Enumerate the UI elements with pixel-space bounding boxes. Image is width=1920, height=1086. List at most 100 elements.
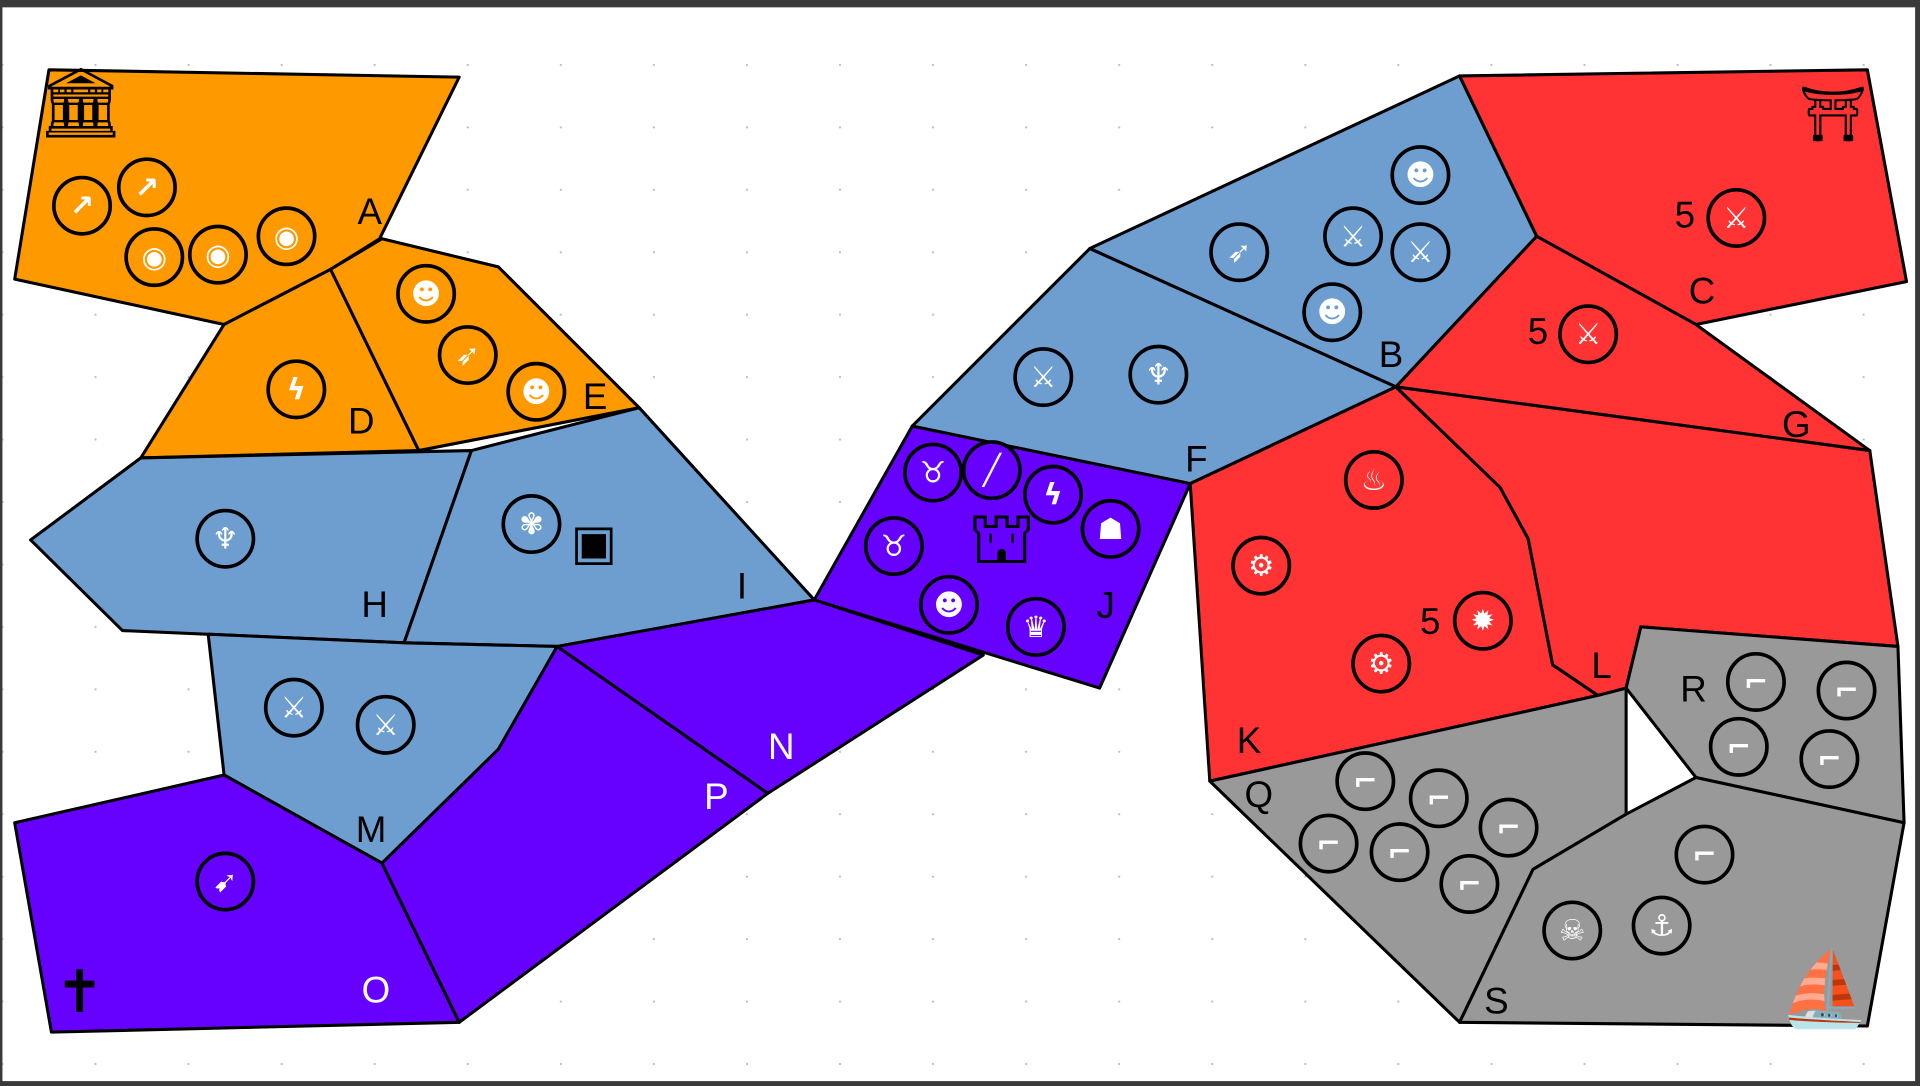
unit-token-skull[interactable]: ☠ [1542,900,1603,961]
pistol-icon: ⌐ [1726,730,1751,764]
lightning-icon: ϟ [287,372,306,406]
unit-ring [437,325,498,386]
unit-token-pistol[interactable]: ⌐ [1708,716,1769,777]
unit-token-mask[interactable]: ☻ [506,361,567,422]
region-label-l: L [1591,645,1611,686]
unit-token-firework[interactable]: ✹ [1452,590,1513,651]
unit-token-fire[interactable]: ♨ [1343,449,1404,510]
unit-ring [1816,660,1877,721]
unit-token-mask[interactable]: ☻ [1302,282,1363,343]
unit-token-pistol[interactable]: ⌐ [1439,853,1500,914]
spear-icon: ↗ [70,189,95,223]
unit-ring [355,694,416,755]
unit-token-ballista[interactable]: ➶ [437,325,498,386]
unit-ring [124,227,185,288]
unit-token-anchor[interactable]: ⚓ [1631,895,1692,956]
unit-ring [506,361,567,422]
unit-token-winged-helm[interactable]: ♆ [1128,344,1189,405]
mask-icon: ☻ [934,588,965,622]
unit-ring [1369,822,1430,883]
unit-token-beetle[interactable]: ✾ [501,494,562,555]
unit-token-staff[interactable]: ╱ [961,440,1022,501]
unit-ring [1799,729,1860,790]
unit-token-viking[interactable]: ♉ [903,442,964,503]
unit-ring [1209,222,1270,283]
viking-icon: ♉ [881,529,907,563]
unit-ring [1013,347,1074,408]
region-j[interactable] [812,424,1192,690]
unit-ring [396,263,457,324]
unit-token-sword[interactable]: ⚔ [1706,187,1767,248]
unit-token-pistol[interactable]: ⌐ [1674,824,1735,885]
sword-icon: ⚔ [1723,201,1749,235]
unit-token-mask[interactable]: ☻ [1390,145,1451,206]
pistol-icon: ⌐ [1744,665,1769,699]
staff-icon: ╱ [981,452,1002,488]
unit-token-cannon[interactable]: ⚙ [1231,535,1292,596]
unit-ring [863,516,924,577]
unit-token-pistol[interactable]: ⌐ [1816,660,1877,721]
unit-token-mask[interactable]: ☻ [396,263,457,324]
unit-token-cannon[interactable]: ⚙ [1351,633,1412,694]
unit-token-sword[interactable]: ⚔ [1013,347,1074,408]
unit-ring [1302,282,1363,343]
winged-helm-icon: ♆ [212,522,238,556]
unit-ring [1390,145,1451,206]
unit-ring [1542,900,1603,961]
shield-spear-icon: ◉ [141,240,167,274]
unit-ring [1706,187,1767,248]
pagoda-icon: ⛩ [1799,82,1867,145]
unit-token-sword[interactable]: ⚔ [1323,206,1384,267]
unit-token-sword[interactable]: ⚔ [1390,222,1451,283]
unit-token-shield-spear[interactable]: ◉ [256,206,317,267]
sword-icon: ⚔ [1030,360,1056,394]
pistol-icon: ⌐ [1692,838,1717,872]
unit-token-sword[interactable]: ⚔ [355,694,416,755]
unit-token-spear[interactable]: ↗ [116,157,177,218]
unit-token-pistol[interactable]: ⌐ [1298,813,1359,874]
unit-token-pistol[interactable]: ⌐ [1478,797,1539,858]
pistol-icon: ⌐ [1353,764,1378,798]
unit-token-pistol[interactable]: ⌐ [1725,651,1786,712]
unit-token-pistol[interactable]: ⌐ [1335,751,1396,812]
sword-icon: ⚔ [1407,235,1433,269]
region-p[interactable] [380,644,770,1024]
sword-icon: ⚔ [373,708,399,742]
unit-token-lightning[interactable]: ϟ [266,359,327,420]
unit-ring [1343,449,1404,510]
unit-token-sword[interactable]: ⚔ [263,677,324,738]
shield-spear-icon: ◉ [205,238,231,272]
unit-token-winged-helm[interactable]: ♆ [195,508,256,569]
unit-ring [1439,853,1500,914]
unit-token-shield-spear[interactable]: ◉ [124,227,185,288]
unit-token-bow[interactable]: ➹ [195,851,256,912]
unit-token-lightning[interactable]: ϟ [1023,464,1084,525]
mask-icon: ☻ [521,375,552,409]
unit-ring [1128,344,1189,405]
pirate-ship-icon: ⛵ [1779,947,1870,1032]
unit-token-pistol[interactable]: ⌐ [1408,768,1469,829]
region-label-s: S [1484,981,1509,1022]
unit-ring [1335,751,1396,812]
unit-token-ghost[interactable]: ☗ [1080,498,1141,559]
beetle-icon: ✾ [519,507,544,541]
pistol-icon: ⌐ [1387,835,1412,869]
unit-token-pistol[interactable]: ⌐ [1369,822,1430,883]
cannon-icon: ⚙ [1368,647,1394,681]
unit-ring [52,175,113,236]
region-s[interactable] [1458,775,1906,1028]
unit-token-mask[interactable]: ☻ [918,574,979,635]
region-label-q: Q [1244,774,1273,815]
unit-token-mage[interactable]: ♛ [1005,596,1066,657]
unit-token-viking[interactable]: ♉ [863,516,924,577]
unit-token-ballista[interactable]: ➶ [1209,222,1270,283]
region-label-c: C [1689,271,1716,312]
pistol-icon: ⌐ [1457,867,1482,901]
unit-token-pistol[interactable]: ⌐ [1799,729,1860,790]
region-c[interactable] [1458,68,1909,326]
unit-token-sword[interactable]: ⚔ [1558,304,1619,365]
treasure-chest-icon: ▣ [571,514,617,571]
unit-token-shield-spear[interactable]: ◉ [187,224,248,285]
unit-token-spear[interactable]: ↗ [52,175,113,236]
unit-ring [501,494,562,555]
